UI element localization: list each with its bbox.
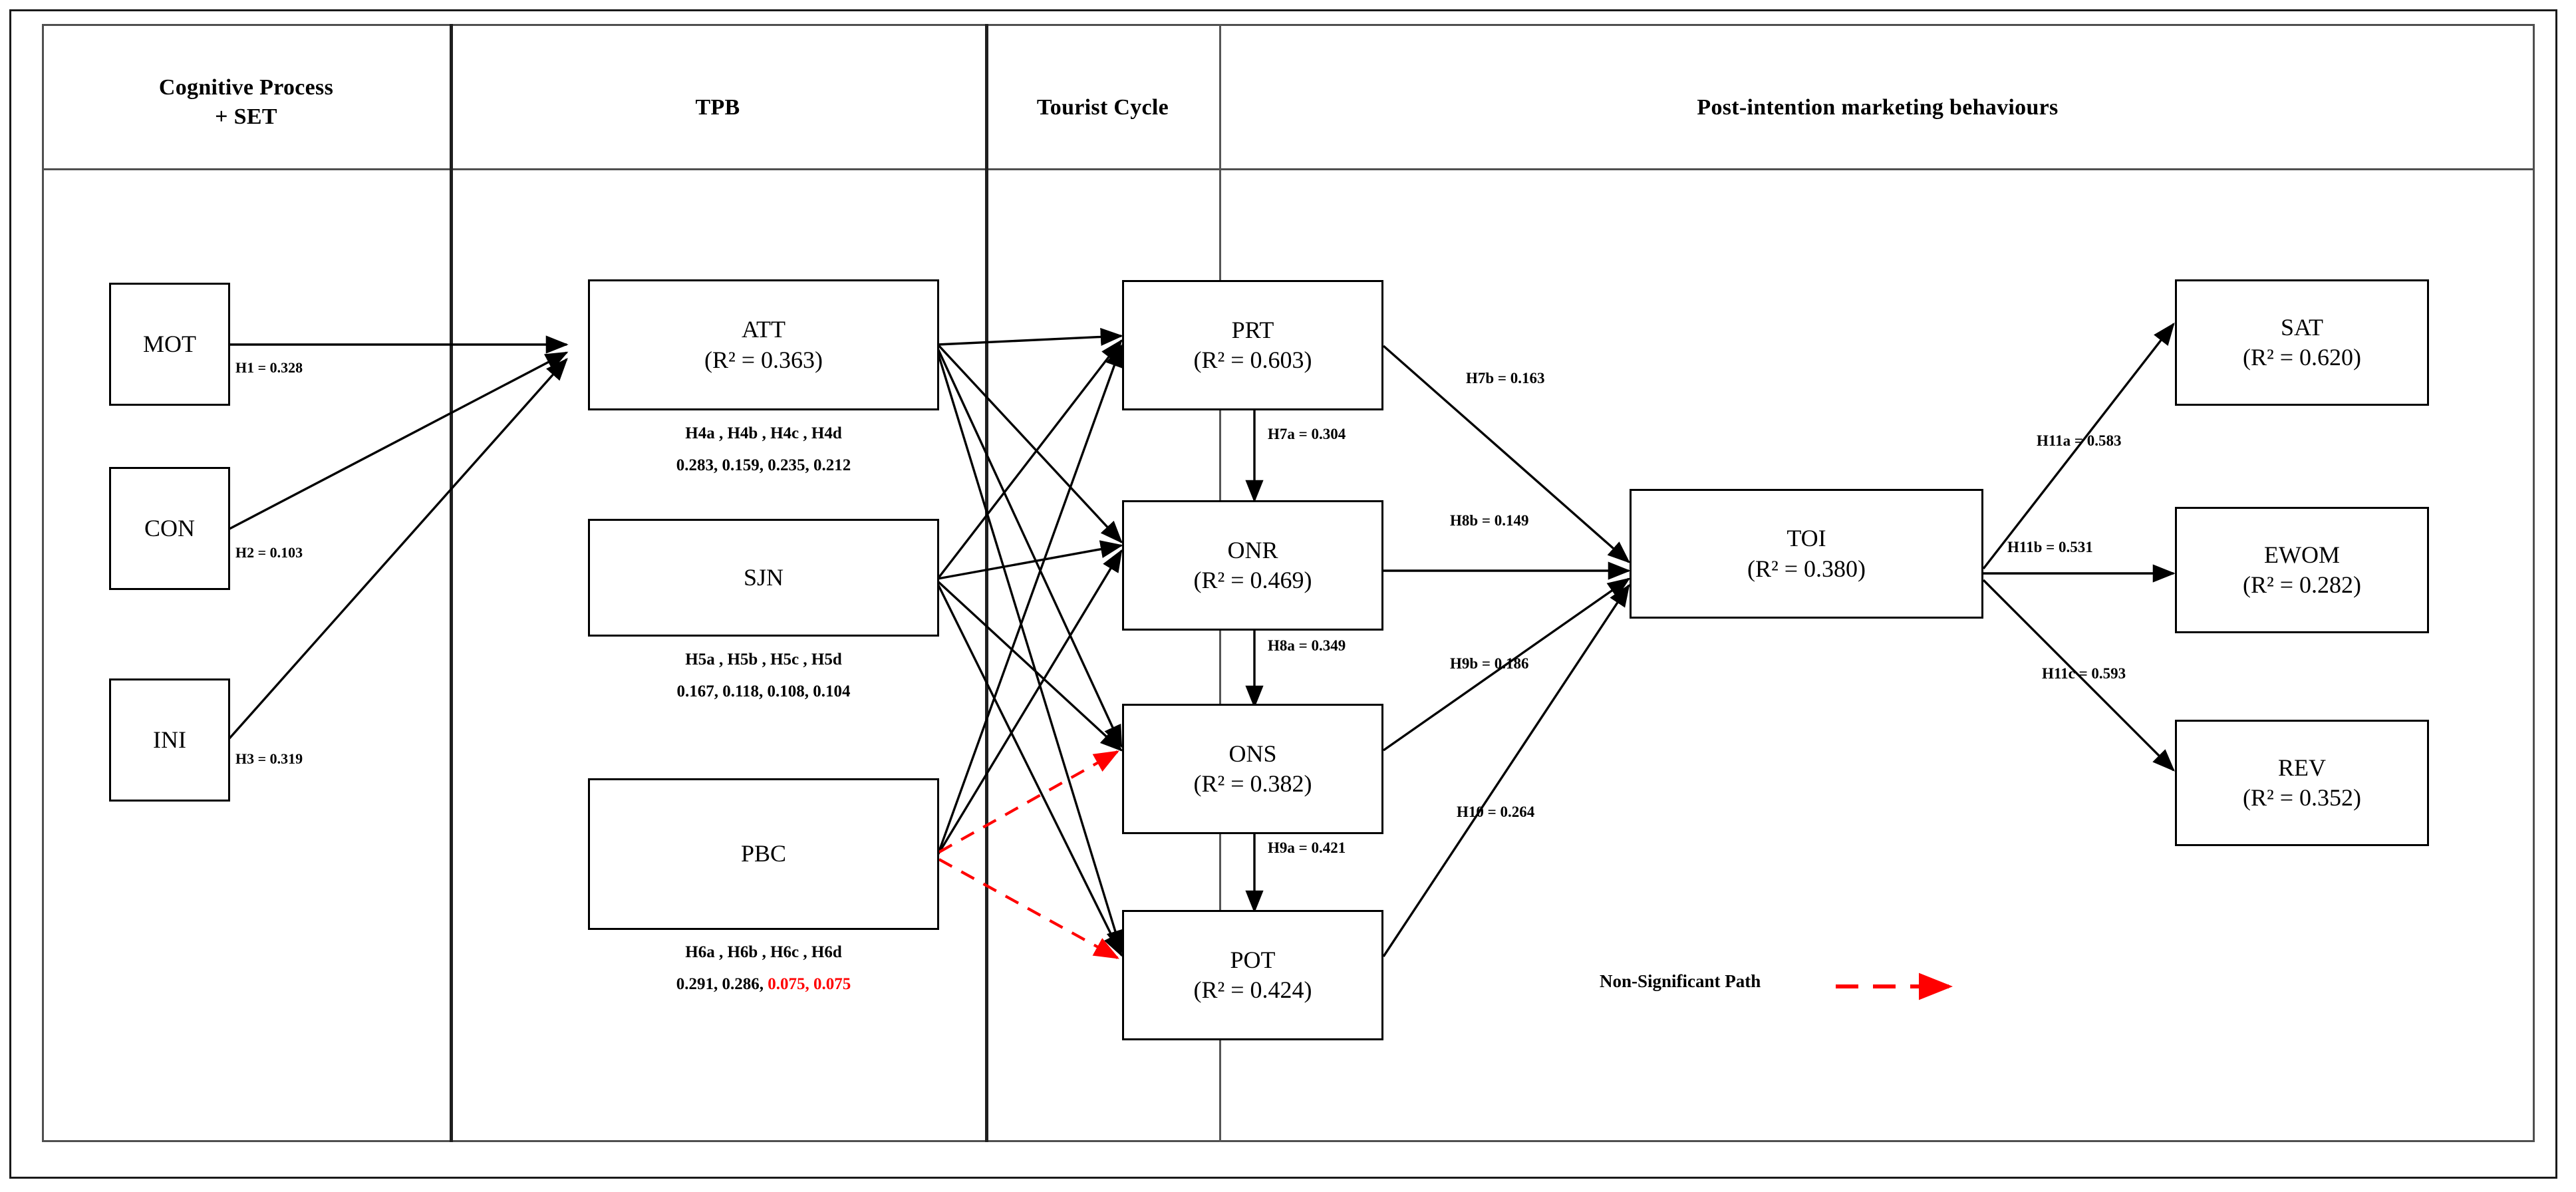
node-pbc-label: PBC [740, 840, 787, 867]
column-header-cognitive-process: Cognitive Process + SET [47, 73, 446, 131]
node-prt-r2: (R² = 0.603) [1193, 347, 1312, 373]
node-pot-label: POT [1230, 946, 1276, 973]
node-prt[interactable]: PRT (R² = 0.603) [1122, 280, 1383, 410]
node-ewom-label: EWOM [2264, 541, 2340, 568]
column-header-tpb: TPB [452, 93, 983, 122]
node-prt-label: PRT [1231, 316, 1274, 343]
hypothesis-block-sjn: H5a , H5b , H5c , H5d 0.167, 0.118, 0.10… [588, 644, 939, 707]
path-label-h11c: H11c = 0.593 [2042, 665, 2126, 682]
path-label-h11a: H11a = 0.583 [2037, 432, 2122, 449]
node-mot[interactable]: MOT [109, 283, 230, 406]
node-pbc[interactable]: PBC [588, 778, 939, 930]
hypothesis-block-att: H4a , H4b , H4c , H4d 0.283, 0.159, 0.23… [588, 418, 939, 481]
column-header-post-intention: Post-intention marketing behaviours [1224, 93, 2531, 122]
node-ons[interactable]: ONS (R² = 0.382) [1122, 704, 1383, 834]
node-att[interactable]: ATT (R² = 0.363) [588, 279, 939, 410]
header-separator-rule [42, 168, 2535, 170]
path-label-h2: H2 = 0.103 [235, 544, 303, 561]
column-header-tourist-cycle: Tourist Cycle [988, 93, 1217, 122]
node-con[interactable]: CON [109, 467, 230, 590]
node-con-label: CON [144, 514, 195, 541]
node-sat-label: SAT [2280, 313, 2324, 341]
node-rev-label: REV [2278, 754, 2326, 781]
path-label-h8a: H8a = 0.349 [1268, 637, 1346, 654]
node-toi-label: TOI [1787, 525, 1826, 552]
hypothesis-block-att-labels: H4a , H4b , H4c , H4d [685, 424, 842, 442]
column-header-tourist-cycle-text: Tourist Cycle [1036, 95, 1169, 120]
node-onr-label: ONR [1227, 536, 1278, 563]
node-pot-r2: (R² = 0.424) [1193, 976, 1312, 1003]
diagram-frame [42, 24, 2535, 1142]
node-att-r2: (R² = 0.363) [704, 346, 823, 373]
node-rev-r2: (R² = 0.352) [2242, 784, 2362, 811]
hypothesis-block-pbc-values: 0.291, 0.286, 0.075, 0.075 [588, 968, 939, 1000]
path-label-h11b: H11b = 0.531 [2007, 539, 2093, 555]
pbc-values-nonsignificant: 0.075, 0.075 [768, 974, 851, 993]
path-label-h9b: H9b = 0.186 [1450, 655, 1529, 672]
path-label-h8b: H8b = 0.149 [1450, 512, 1529, 529]
path-label-h3: H3 = 0.319 [235, 750, 303, 767]
node-sat[interactable]: SAT (R² = 0.620) [2175, 279, 2429, 406]
path-label-h10: H10 = 0.264 [1457, 804, 1535, 820]
node-ons-r2: (R² = 0.382) [1193, 770, 1312, 797]
legend-label-non-significant-path: Non-Significant Path [1600, 971, 1761, 991]
column-header-post-intention-text: Post-intention marketing behaviours [1697, 95, 2059, 120]
node-ons-label: ONS [1228, 740, 1277, 767]
node-rev[interactable]: REV (R² = 0.352) [2175, 720, 2429, 846]
node-ewom-r2: (R² = 0.282) [2242, 571, 2362, 598]
node-sat-r2: (R² = 0.620) [2242, 344, 2362, 371]
outer-page-border [9, 9, 2557, 1179]
hypothesis-block-att-values: 0.283, 0.159, 0.235, 0.212 [676, 456, 851, 474]
node-onr[interactable]: ONR (R² = 0.469) [1122, 500, 1383, 631]
hypothesis-block-sjn-values: 0.167, 0.118, 0.108, 0.104 [676, 682, 851, 700]
node-toi[interactable]: TOI (R² = 0.380) [1630, 489, 1983, 619]
column-header-tpb-text: TPB [695, 95, 740, 120]
column-divider-2 [985, 24, 988, 1142]
node-ewom[interactable]: EWOM (R² = 0.282) [2175, 507, 2429, 633]
node-att-label: ATT [742, 316, 786, 343]
column-header-line-1: Cognitive Process [158, 75, 334, 100]
node-pot[interactable]: POT (R² = 0.424) [1122, 910, 1383, 1040]
hypothesis-block-sjn-labels: H5a , H5b , H5c , H5d [685, 651, 842, 669]
hypothesis-block-pbc: H6a , H6b , H6c , H6d 0.291, 0.286, 0.07… [588, 937, 939, 1000]
node-ini[interactable]: INI [109, 678, 230, 802]
path-label-h9a: H9a = 0.421 [1268, 839, 1346, 856]
hypothesis-block-pbc-labels: H6a , H6b , H6c , H6d [685, 943, 842, 961]
node-ini-label: INI [153, 726, 186, 753]
node-mot-label: MOT [143, 330, 196, 357]
pbc-values-significant: 0.291, 0.286, [676, 974, 768, 993]
path-label-h7b: H7b = 0.163 [1466, 370, 1545, 386]
path-label-h7a: H7a = 0.304 [1268, 426, 1346, 442]
node-sjn-label: SJN [743, 563, 784, 591]
node-onr-r2: (R² = 0.469) [1193, 567, 1312, 593]
legend: Non-Significant Path [1600, 971, 1761, 992]
node-sjn[interactable]: SJN [588, 519, 939, 637]
column-header-line-2: + SET [215, 104, 277, 129]
path-label-h1: H1 = 0.328 [235, 359, 303, 376]
column-divider-1 [450, 24, 453, 1142]
node-toi-r2: (R² = 0.380) [1747, 555, 1866, 582]
